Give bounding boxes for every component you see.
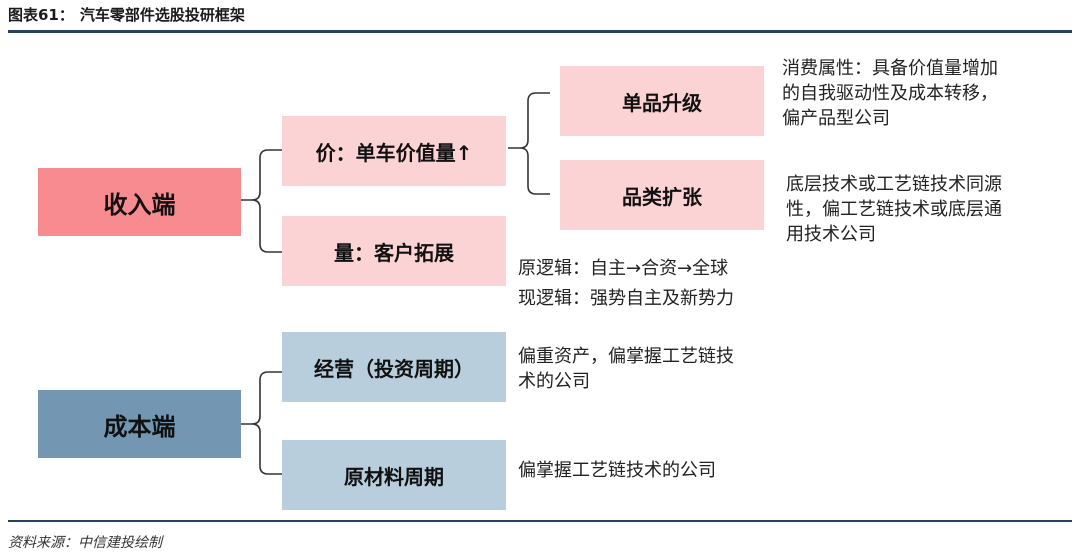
note-line: 偏掌握工艺链技术的公司	[518, 460, 716, 481]
figure-title: 图表61： 汽车零部件选股投研框架	[8, 4, 245, 25]
category-expansion-box: 品类扩张	[560, 160, 764, 230]
volume-note: 原逻辑：自主→合资→全球 现逻辑：强势自主及新势力	[518, 254, 734, 314]
operation-note: 偏重资产，偏掌握工艺链技 术的公司	[518, 344, 734, 394]
revenue-side-box: 收入端	[38, 168, 241, 236]
note-line: 用技术公司	[786, 224, 876, 245]
top-rule	[8, 30, 1072, 33]
cost-bracket	[240, 371, 282, 475]
note-line: 偏产品型公司	[782, 108, 890, 129]
operation-box: 经营（投资周期）	[282, 332, 506, 402]
price-bracket	[508, 92, 550, 195]
material-box: 原材料周期	[282, 440, 506, 510]
category-expansion-note: 底层技术或工艺链技术同源 性，偏工艺链技术或底层通 用技术公司	[786, 172, 1002, 247]
cost-side-box: 成本端	[38, 390, 241, 458]
note-line: 原逻辑：自主→合资→全球	[518, 258, 729, 279]
price-box: 价：单车价值量↑	[282, 116, 506, 186]
figure-title-text: 汽车零部件选股投研框架	[79, 6, 245, 24]
note-line: 性，偏工艺链技术或底层通	[786, 199, 1002, 220]
product-upgrade-box: 单品升级	[560, 66, 764, 136]
note-line: 术的公司	[518, 371, 590, 392]
note-line: 消费属性：具备价值量增加	[782, 58, 998, 79]
figure-number: 图表61：	[8, 6, 74, 24]
revenue-bracket	[240, 149, 282, 253]
product-upgrade-note: 消费属性：具备价值量增加 的自我驱动性及成本转移， 偏产品型公司	[782, 56, 998, 131]
note-line: 底层技术或工艺链技术同源	[786, 174, 1002, 195]
material-note: 偏掌握工艺链技术的公司	[518, 458, 716, 483]
note-line: 现逻辑：强势自主及新势力	[518, 288, 734, 309]
source-note: 资料来源：中信建投绘制	[8, 535, 162, 551]
note-line: 的自我驱动性及成本转移，	[782, 83, 998, 104]
volume-box: 量：客户拓展	[282, 216, 506, 286]
bottom-rule	[8, 520, 1072, 522]
note-line: 偏重资产，偏掌握工艺链技	[518, 346, 734, 367]
